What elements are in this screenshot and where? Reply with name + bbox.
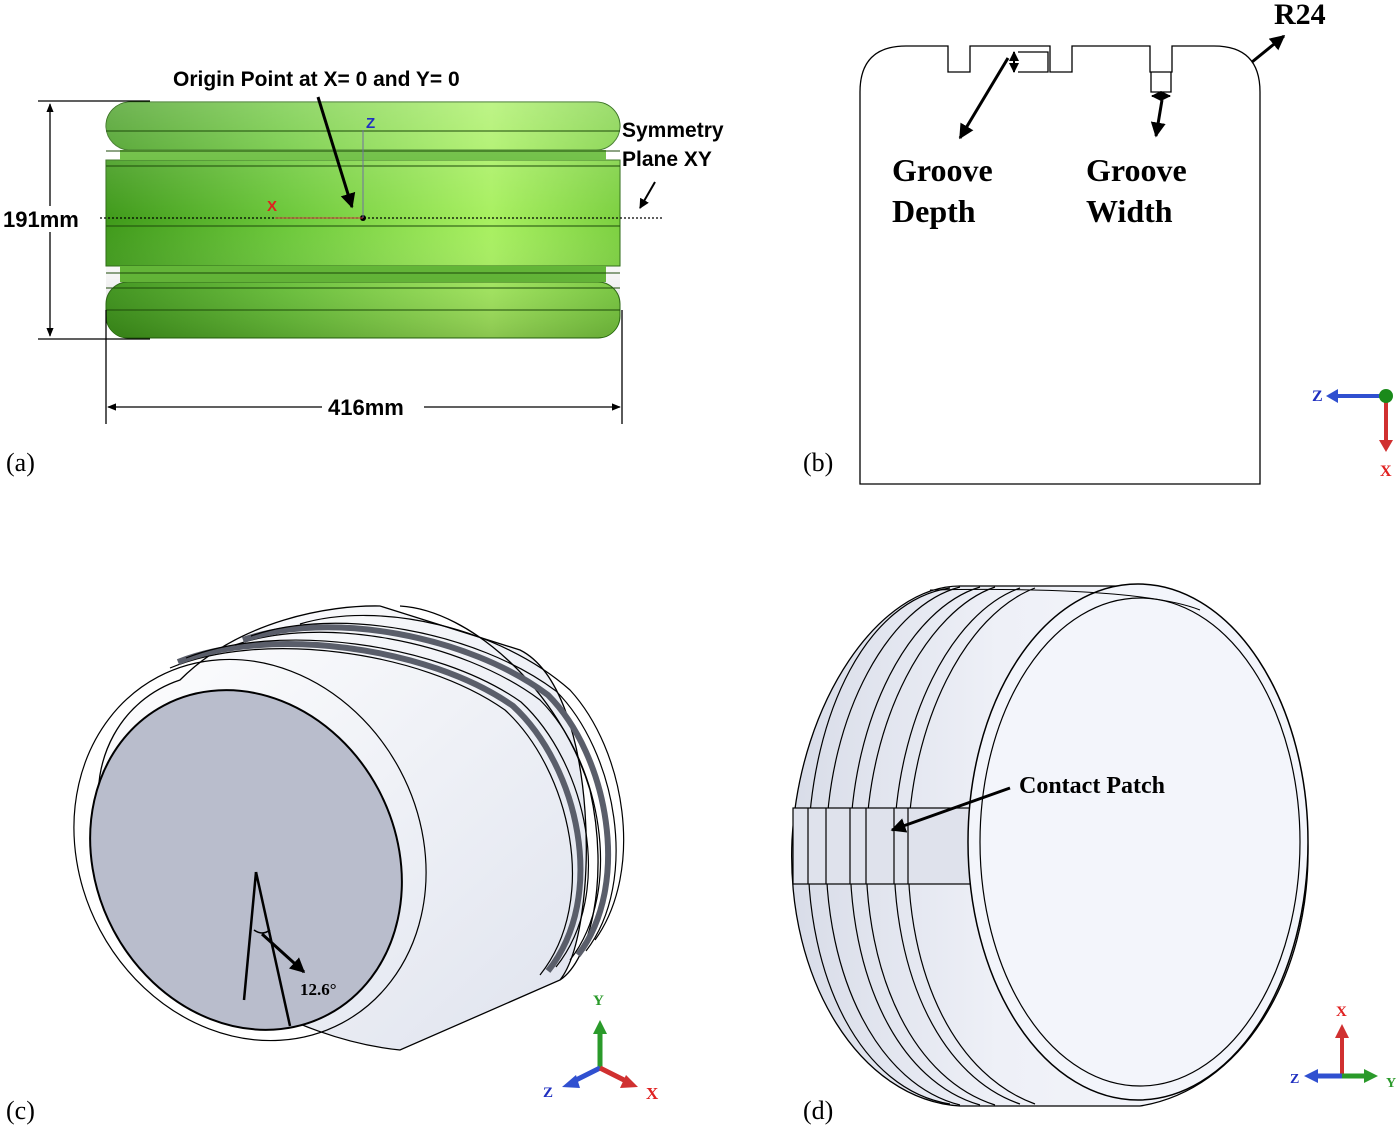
axis-triad-c: Y Z X bbox=[543, 993, 659, 1103]
groove-depth-label-line2: Depth bbox=[892, 193, 976, 229]
tread-profile-outline bbox=[859, 45, 1261, 485]
triad-c-x-label: X bbox=[646, 1084, 659, 1103]
panel-label-c: (c) bbox=[6, 1096, 35, 1125]
triad-d-y-label: Y bbox=[1386, 1076, 1396, 1091]
groove-width-pointer bbox=[1150, 99, 1166, 138]
contact-patch-label: Contact Patch bbox=[1019, 773, 1165, 799]
origin-label: Origin Point at X= 0 and Y= 0 bbox=[173, 68, 460, 91]
angle-label: 12.6° bbox=[300, 980, 337, 999]
triad-b-z-label: Z bbox=[1312, 388, 1323, 405]
groove-depth-pointer bbox=[958, 57, 1010, 140]
height-dimension: 191mm bbox=[3, 207, 79, 232]
triad-d-x-label: X bbox=[1336, 1004, 1347, 1020]
axis-z-label: Z bbox=[366, 115, 375, 132]
panel-d: Contact Patch X Z Y (d) bbox=[791, 583, 1396, 1125]
triad-c-z-label: Z bbox=[543, 1085, 553, 1101]
tire-isometric-view: 12.6° bbox=[73, 605, 625, 1051]
origin-pointer bbox=[316, 96, 356, 209]
panel-label-a: (a) bbox=[6, 448, 35, 477]
contact-patch-pointer bbox=[890, 786, 1011, 833]
panel-label-b: (b) bbox=[803, 448, 833, 477]
angle-line-left bbox=[242, 871, 258, 1001]
symmetry-label-line1: Symmetry bbox=[622, 119, 724, 142]
angle-line-right bbox=[254, 871, 292, 1027]
triad-c-y-label: Y bbox=[593, 993, 604, 1009]
angle-pointer bbox=[260, 932, 306, 974]
axis-triad-d: X Z Y bbox=[1290, 1004, 1396, 1091]
tire-front-view bbox=[791, 583, 1309, 1107]
symmetry-pointer bbox=[639, 181, 656, 209]
groove-depth-label-line1: Groove bbox=[892, 152, 993, 188]
panel-c: 12.6° Y Z X (c) bbox=[6, 605, 659, 1125]
groove-depth-bracket bbox=[1018, 51, 1049, 73]
groove-width-label-line2: Width bbox=[1086, 193, 1173, 229]
sidewall-face bbox=[89, 689, 403, 1031]
axis-triad-b: Z X bbox=[1312, 388, 1393, 480]
triad-d-z-label: Z bbox=[1290, 1072, 1299, 1087]
axis-x-label: X bbox=[267, 198, 277, 215]
triad-b-x-label: X bbox=[1380, 463, 1392, 480]
radius-label: R24 bbox=[1274, 0, 1326, 31]
groove-width-label-line1: Groove bbox=[1086, 152, 1187, 188]
width-dimension: 416mm bbox=[328, 395, 404, 420]
front-sidewall-face bbox=[967, 583, 1309, 1101]
panel-b: R24 Groove Depth Groove Width Z X (b) bbox=[803, 0, 1393, 485]
panel-a: Z X Origin Point at X= 0 and Y= 0 Symmet… bbox=[3, 68, 724, 477]
panel-label-d: (d) bbox=[803, 1096, 833, 1125]
contact-patch-region bbox=[792, 807, 974, 885]
radius-pointer bbox=[1251, 34, 1286, 64]
symmetry-label-line2: Plane XY bbox=[622, 148, 712, 171]
